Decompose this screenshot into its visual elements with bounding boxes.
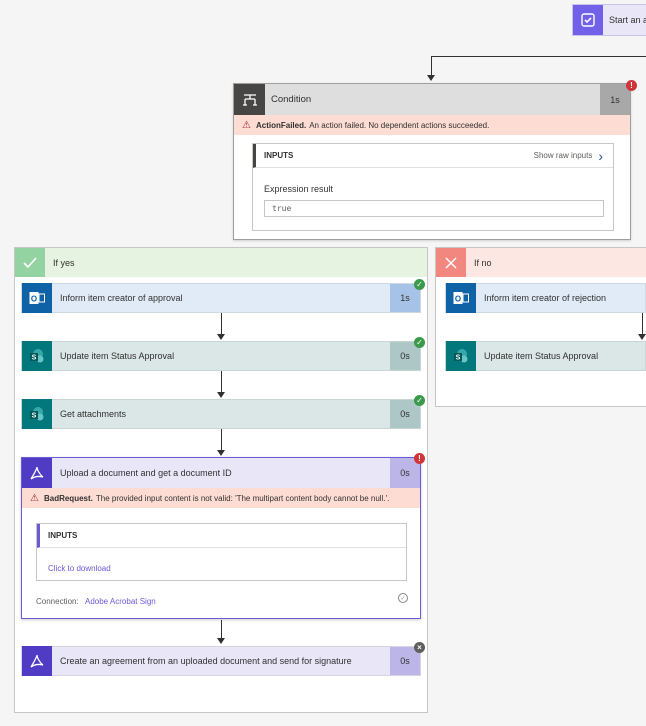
svg-text:O: O bbox=[31, 295, 37, 304]
condition-card[interactable]: Condition 1s ⚠ ActionFailed. An action f… bbox=[233, 83, 631, 240]
action-upload-document[interactable]: Upload a document and get a document ID … bbox=[21, 457, 421, 619]
condition-icon bbox=[234, 84, 265, 115]
inputs-header: INPUTS bbox=[37, 524, 406, 548]
action-title: Update item Status Approval bbox=[484, 351, 599, 361]
warning-icon: ⚠ bbox=[242, 119, 251, 131]
expression-label: Expression result bbox=[264, 184, 334, 194]
checkmark-icon bbox=[15, 248, 45, 277]
upload-inputs-panel: INPUTS Click to download bbox=[36, 523, 407, 581]
branch-yes-header[interactable]: If yes bbox=[15, 248, 427, 277]
action-title: Create an agreement from an uploaded doc… bbox=[60, 656, 352, 666]
approval-icon bbox=[573, 5, 603, 35]
branch-no-header[interactable]: If no bbox=[436, 248, 646, 277]
action-create-agreement[interactable]: Create an agreement from an uploaded doc… bbox=[21, 646, 421, 676]
error-message: An action failed. No dependent actions s… bbox=[309, 120, 490, 130]
success-badge: ✓ bbox=[414, 279, 425, 290]
show-raw-inputs-label: Show raw inputs bbox=[533, 151, 593, 160]
action-duration: 0s bbox=[390, 458, 420, 488]
condition-error-badge: ! bbox=[626, 80, 637, 91]
connector-line bbox=[431, 56, 432, 76]
start-approval-label: Start an a bbox=[609, 15, 646, 25]
action-title: Update item Status Approval bbox=[60, 351, 175, 361]
connector-line bbox=[221, 429, 222, 451]
skipped-badge: × bbox=[414, 642, 425, 653]
branch-no-label: If no bbox=[474, 257, 492, 268]
success-badge: ✓ bbox=[414, 337, 425, 348]
branch-if-no: If no bbox=[435, 247, 646, 407]
connector-line bbox=[221, 620, 222, 639]
connector-line bbox=[221, 371, 222, 393]
condition-inputs-panel: INPUTS Show raw inputs › Expression resu… bbox=[252, 143, 614, 231]
inputs-label: INPUTS bbox=[48, 531, 78, 540]
adobe-acrobat-icon bbox=[22, 646, 52, 676]
connector-line bbox=[642, 313, 643, 335]
connector-arrow bbox=[217, 392, 225, 398]
connector-arrow bbox=[217, 334, 225, 340]
chevron-right-icon: › bbox=[598, 147, 603, 164]
svg-text:S: S bbox=[456, 355, 461, 362]
branch-yes-label: If yes bbox=[53, 257, 75, 268]
connector-arrow bbox=[217, 638, 225, 644]
svg-text:S: S bbox=[32, 413, 37, 420]
upload-error-bar: ⚠ BadRequest. The provided input content… bbox=[22, 488, 420, 508]
connection-link[interactable]: Adobe Acrobat Sign bbox=[85, 597, 156, 606]
condition-duration: 1s bbox=[600, 84, 630, 115]
action-update-status-approval-no[interactable]: S Update item Status Approval bbox=[445, 341, 646, 371]
connection-label: Connection: bbox=[36, 597, 79, 606]
show-raw-inputs-link[interactable]: Show raw inputs › bbox=[534, 149, 603, 163]
connector-arrow bbox=[217, 450, 225, 456]
inputs-label: INPUTS bbox=[264, 151, 294, 160]
start-approval-action[interactable]: Start an a bbox=[572, 4, 646, 36]
connector-line bbox=[431, 56, 646, 57]
click-to-download-link[interactable]: Click to download bbox=[48, 564, 111, 573]
condition-header[interactable]: Condition 1s bbox=[234, 84, 630, 115]
error-message: The provided input content is not valid:… bbox=[95, 493, 390, 503]
action-inform-rejection[interactable]: O Inform item creator of rejection bbox=[445, 283, 646, 313]
upload-header[interactable]: Upload a document and get a document ID … bbox=[22, 458, 420, 488]
error-badge: ! bbox=[414, 453, 425, 464]
action-get-attachments[interactable]: S Get attachments 0s bbox=[21, 399, 421, 429]
warning-icon: ⚠ bbox=[30, 492, 39, 504]
action-title: Inform item creator of rejection bbox=[484, 293, 607, 303]
outlook-icon: O bbox=[446, 283, 476, 313]
adobe-acrobat-icon bbox=[22, 458, 52, 488]
sharepoint-icon: S bbox=[22, 399, 52, 429]
close-icon bbox=[436, 248, 466, 277]
action-title: Get attachments bbox=[60, 409, 127, 419]
connector-arrow bbox=[427, 75, 435, 81]
outlook-icon: O bbox=[22, 283, 52, 313]
error-code: BadRequest. bbox=[43, 493, 93, 503]
connector-arrow bbox=[638, 334, 646, 340]
error-code: ActionFailed. bbox=[255, 120, 307, 130]
action-inform-approval[interactable]: O Inform item creator of approval 1s bbox=[21, 283, 421, 313]
action-title: Upload a document and get a document ID bbox=[60, 468, 232, 478]
condition-error-bar: ⚠ ActionFailed. An action failed. No dep… bbox=[234, 115, 630, 135]
expression-value: true bbox=[264, 200, 604, 217]
svg-text:S: S bbox=[32, 355, 37, 362]
sharepoint-icon: S bbox=[22, 341, 52, 371]
action-title: Inform item creator of approval bbox=[60, 293, 183, 303]
success-badge: ✓ bbox=[414, 395, 425, 406]
svg-text:O: O bbox=[455, 295, 461, 304]
connector-line bbox=[221, 313, 222, 335]
connection-status-icon: ✓ bbox=[398, 593, 408, 603]
sharepoint-icon: S bbox=[446, 341, 476, 371]
condition-title: Condition bbox=[271, 94, 312, 105]
action-update-status-approval[interactable]: S Update item Status Approval 0s bbox=[21, 341, 421, 371]
inputs-header: INPUTS Show raw inputs › bbox=[253, 144, 613, 168]
